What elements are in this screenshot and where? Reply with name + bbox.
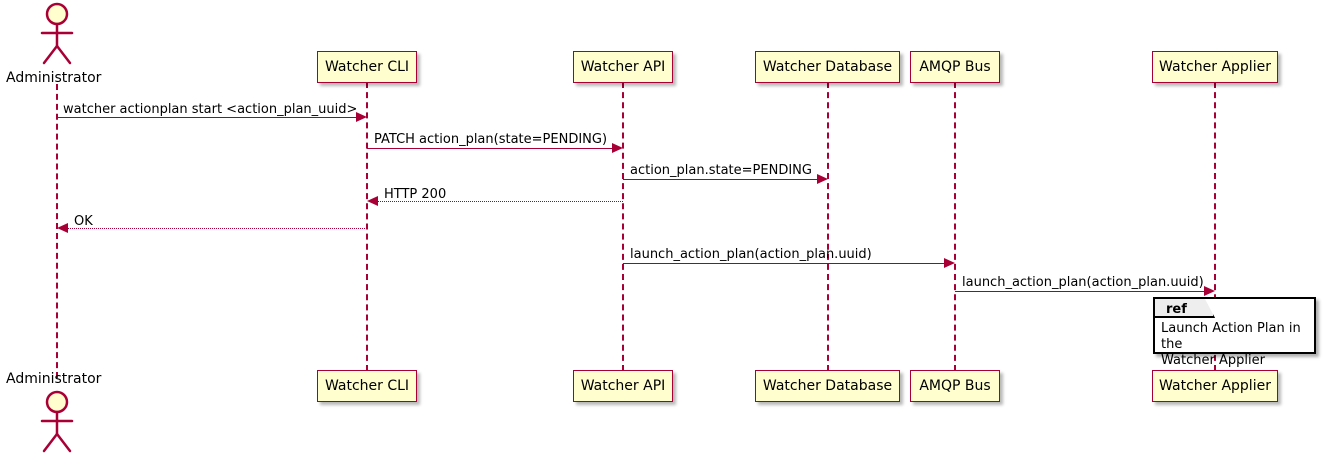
message-arrow-7-head-icon bbox=[1204, 286, 1215, 296]
message-label-2: PATCH action_plan(state=PENDING) bbox=[374, 132, 608, 147]
message-arrow-2-head-icon bbox=[612, 143, 623, 153]
participant-label: Watcher Database bbox=[762, 59, 893, 75]
ref-fragment[interactable]: ref Launch Action Plan in the Watcher Ap… bbox=[1153, 297, 1316, 368]
message-arrow-6-line bbox=[623, 263, 944, 264]
participant-watcher-api-bottom[interactable]: Watcher API bbox=[573, 370, 673, 402]
message-arrow-7-line bbox=[955, 291, 1204, 292]
lifeline-watcher-api bbox=[622, 82, 624, 371]
ref-fragment-text: Launch Action Plan in the Watcher Applie… bbox=[1161, 321, 1301, 368]
participant-label: Watcher CLI bbox=[324, 378, 410, 394]
participant-label: Watcher Database bbox=[762, 378, 893, 394]
message-label-5: OK bbox=[74, 214, 93, 229]
actor-administrator-top-label: Administrator bbox=[6, 70, 102, 86]
message-label-4: HTTP 200 bbox=[384, 187, 447, 202]
participant-label: Watcher API bbox=[580, 59, 666, 75]
message-arrow-4-head-icon bbox=[367, 196, 378, 206]
lifeline-amqp-bus bbox=[954, 82, 956, 371]
participant-amqp-bus-top[interactable]: AMQP Bus bbox=[910, 51, 1000, 83]
participant-watcher-cli-top[interactable]: Watcher CLI bbox=[317, 51, 417, 83]
message-label-1: watcher actionplan start <action_plan_uu… bbox=[63, 102, 358, 117]
message-label-6: launch_action_plan(action_plan.uuid) bbox=[630, 247, 872, 262]
message-arrow-5-head-icon bbox=[57, 223, 68, 233]
ref-fragment-keyword: ref bbox=[1166, 302, 1187, 317]
actor-administrator-bottom-icon bbox=[40, 390, 74, 453]
message-arrow-3-head-icon bbox=[817, 174, 828, 184]
participant-watcher-api-top[interactable]: Watcher API bbox=[573, 51, 673, 83]
message-arrow-1-line bbox=[57, 117, 356, 118]
participant-label: AMQP Bus bbox=[919, 378, 991, 394]
participant-label: Watcher API bbox=[580, 378, 666, 394]
participant-label: AMQP Bus bbox=[919, 59, 991, 75]
participant-watcher-database-top[interactable]: Watcher Database bbox=[755, 51, 900, 83]
message-arrow-5-line bbox=[68, 228, 367, 229]
message-label-3: action_plan.state=PENDING bbox=[630, 163, 812, 178]
participant-watcher-applier-top[interactable]: Watcher Applier bbox=[1152, 51, 1278, 83]
participant-amqp-bus-bottom[interactable]: AMQP Bus bbox=[910, 370, 1000, 402]
lifeline-watcher-database bbox=[827, 82, 829, 371]
participant-label: Watcher Applier bbox=[1159, 378, 1271, 394]
participant-label: Watcher Applier bbox=[1159, 59, 1271, 75]
message-arrow-2-line bbox=[367, 148, 612, 149]
message-arrow-3-line bbox=[623, 179, 817, 180]
actor-administrator-bottom-label: Administrator bbox=[6, 371, 102, 387]
participant-watcher-applier-bottom[interactable]: Watcher Applier bbox=[1152, 370, 1278, 402]
message-arrow-1-head-icon bbox=[356, 112, 367, 122]
participant-watcher-database-bottom[interactable]: Watcher Database bbox=[755, 370, 900, 402]
message-arrow-6-head-icon bbox=[944, 258, 955, 268]
actor-administrator-top-icon bbox=[40, 2, 74, 65]
participant-label: Watcher CLI bbox=[324, 59, 410, 75]
lifeline-watcher-applier bbox=[1214, 82, 1216, 371]
message-arrow-4-line bbox=[378, 201, 623, 202]
lifeline-watcher-cli bbox=[366, 82, 368, 371]
message-label-7: launch_action_plan(action_plan.uuid) bbox=[962, 275, 1204, 290]
participant-watcher-cli-bottom[interactable]: Watcher CLI bbox=[317, 370, 417, 402]
